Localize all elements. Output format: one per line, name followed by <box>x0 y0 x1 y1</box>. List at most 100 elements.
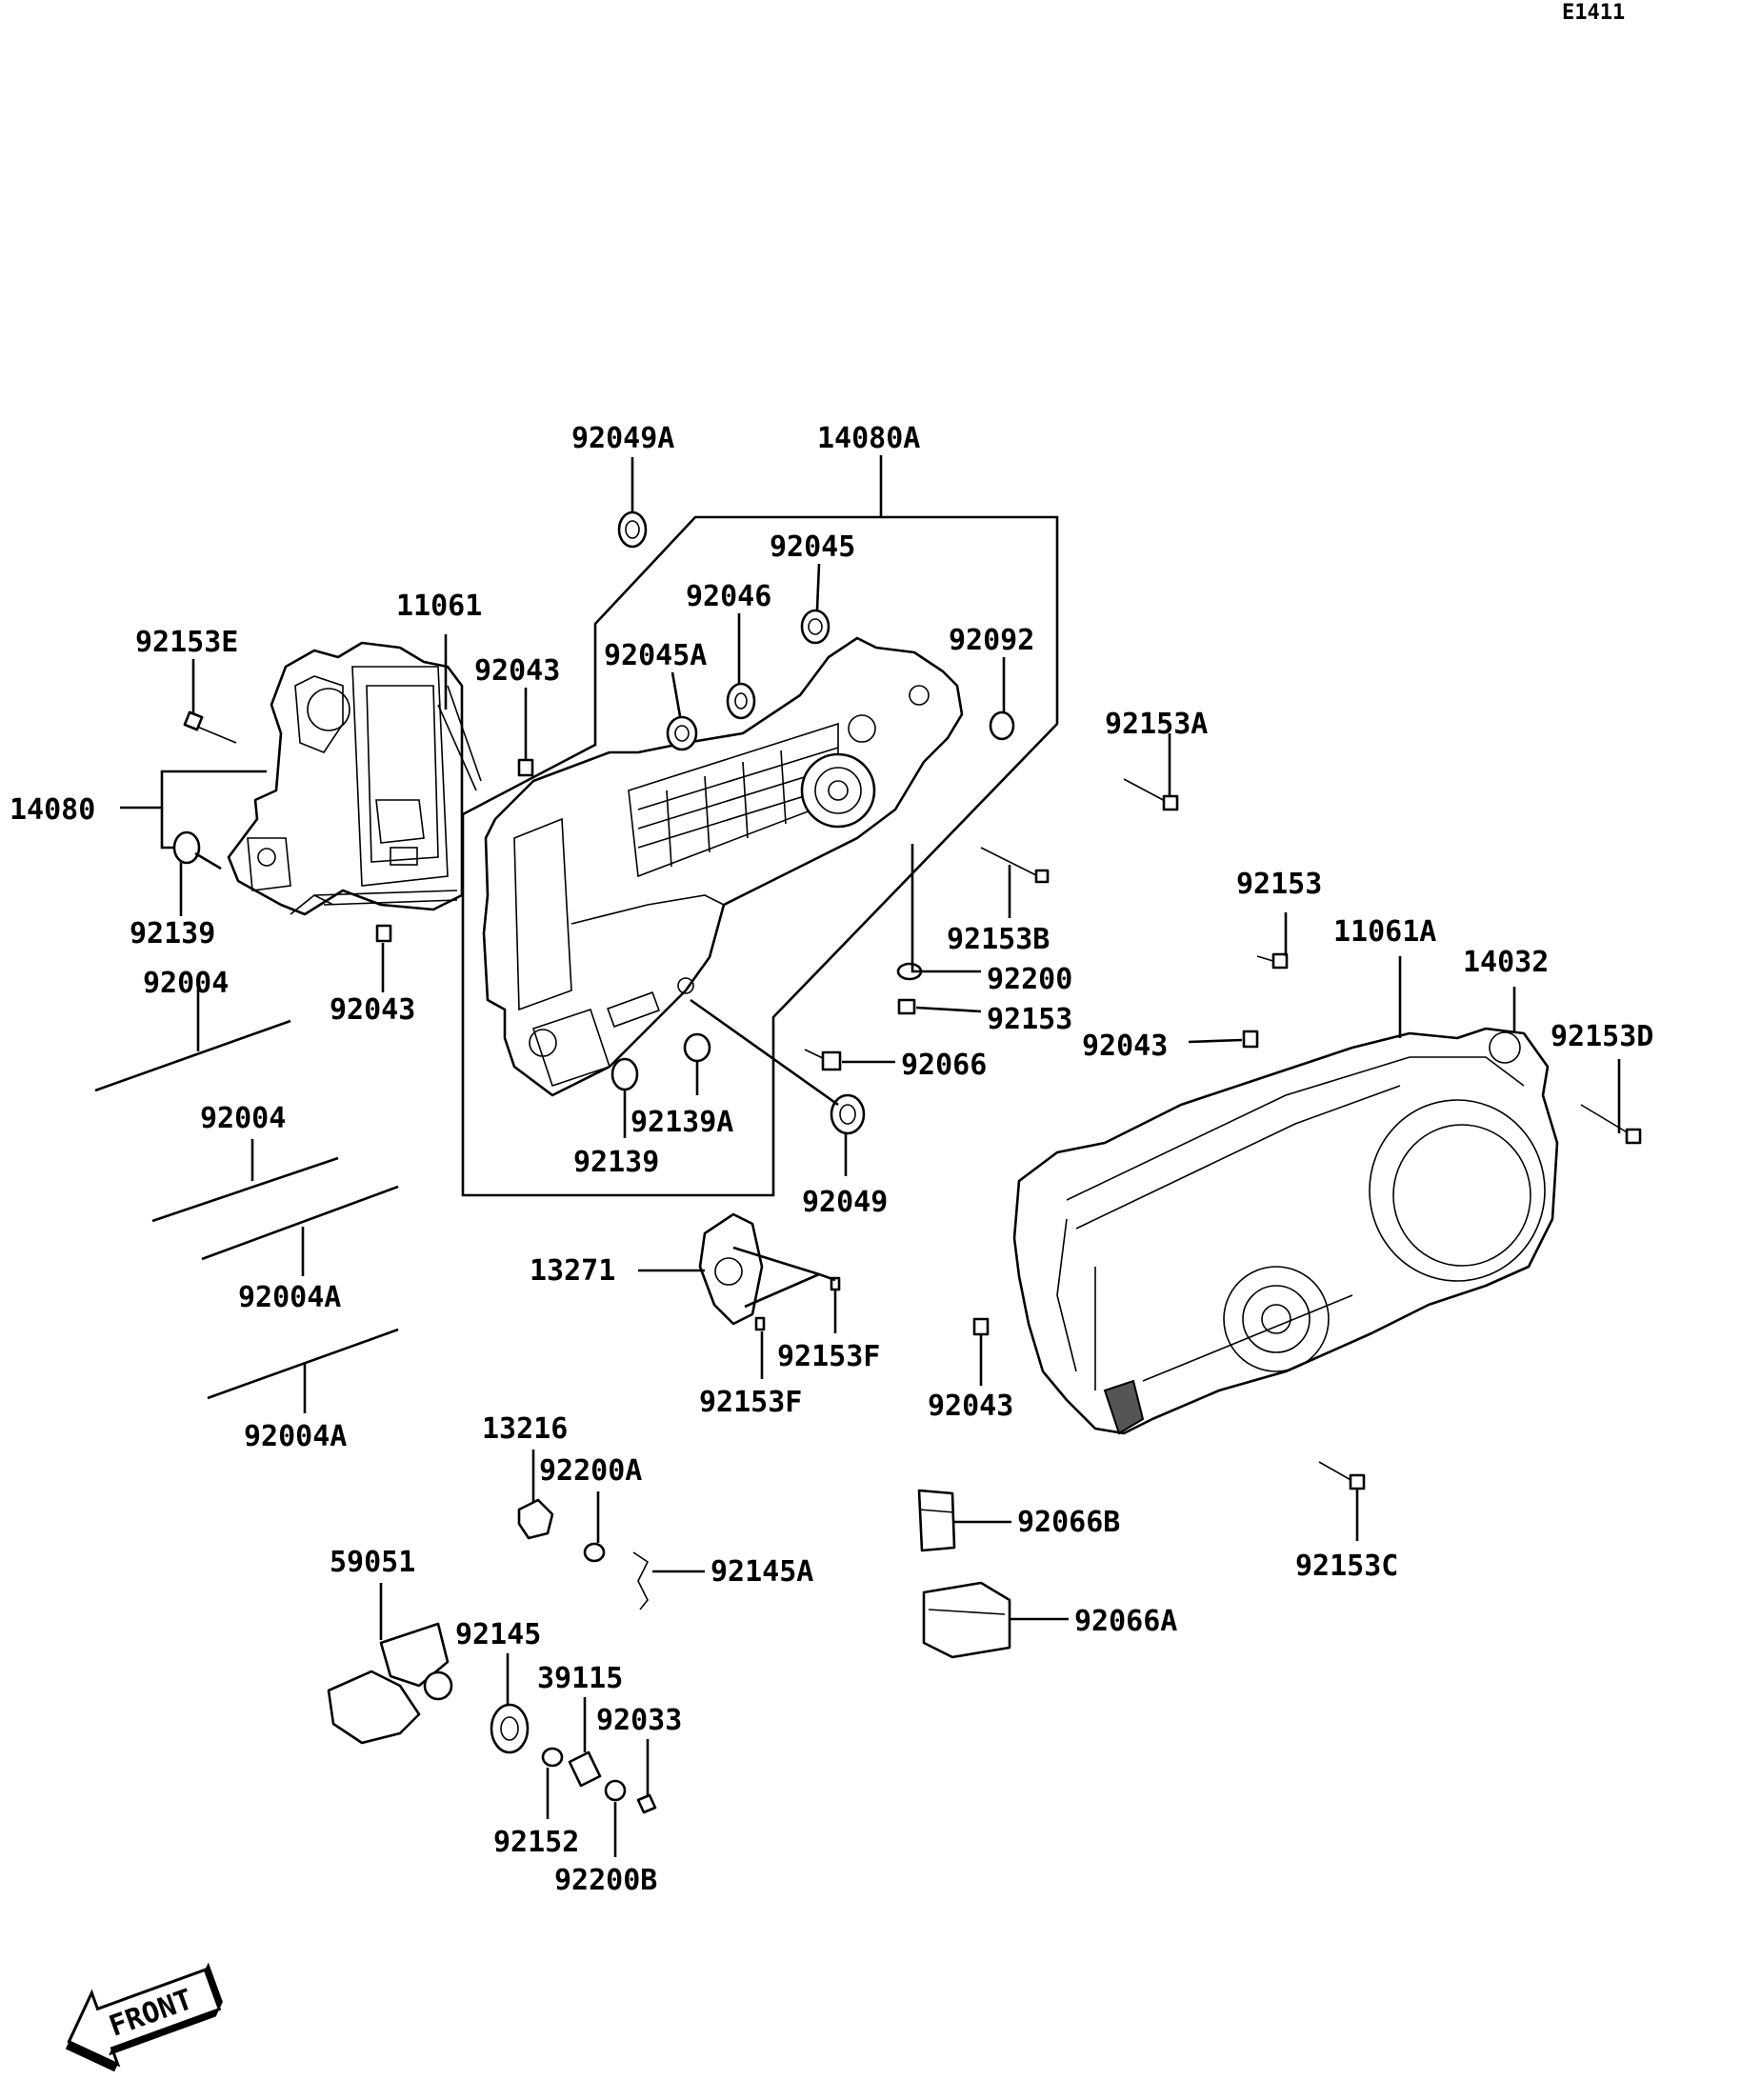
spring-92145 <box>490 1703 530 1754</box>
label-92004A-b: 92004A <box>244 1420 347 1453</box>
screw-92153F-a <box>830 1276 841 1291</box>
kick-shaft-13216 <box>517 1498 554 1540</box>
label-92066A: 92066A <box>1074 1605 1177 1638</box>
pin-92043-upper <box>517 758 534 777</box>
stud-92004A-a <box>201 1185 399 1261</box>
front-arrow: FRONT <box>65 1962 223 2072</box>
screw-92153F-b <box>754 1316 766 1331</box>
label-92066: 92066 <box>901 1049 987 1082</box>
label-92045: 92045 <box>770 530 855 564</box>
leader-14080-upper <box>120 770 267 810</box>
label-92049A: 92049A <box>571 422 674 455</box>
stud-92004A-b <box>207 1328 399 1400</box>
label-92153-small: 92153 <box>987 1003 1072 1036</box>
bearing-92045 <box>800 609 830 645</box>
label-92004-b: 92004 <box>200 1102 286 1135</box>
rubber-92066A <box>922 1581 1011 1659</box>
label-92045A: 92045A <box>604 639 707 672</box>
pin-92043-cover <box>1242 1030 1259 1049</box>
leader-92043-cover <box>1188 1038 1243 1044</box>
leader-92139-left-2 <box>194 851 222 870</box>
group-box-14080A <box>461 515 1059 1197</box>
bearing-92046 <box>726 682 756 720</box>
collar-39115 <box>568 1750 602 1788</box>
stud-92004-a <box>94 1019 291 1092</box>
bolt-92153A <box>1123 778 1179 811</box>
label-92043-bottom: 92043 <box>928 1390 1013 1423</box>
leader-92045 <box>815 563 821 610</box>
bolt-92153C <box>1318 1461 1366 1490</box>
leader-92153F-a2 <box>744 1272 820 1309</box>
label-92153-upper: 92153 <box>1236 868 1322 901</box>
rubber-92066B <box>917 1489 956 1552</box>
bolt-92153-upper <box>1256 952 1289 970</box>
label-92092: 92092 <box>949 624 1034 657</box>
leader-92045A <box>670 671 682 717</box>
plug-92066 <box>804 1049 842 1071</box>
bushing-92092 <box>989 710 1015 741</box>
leader-92153-small <box>915 1006 982 1013</box>
leader-92200 <box>911 844 981 973</box>
dowel-92139-left <box>172 830 201 865</box>
left-crankcase-half <box>227 641 482 916</box>
stud-92004-b <box>151 1156 339 1223</box>
main-crankcase <box>482 636 964 1097</box>
label-92043-cover: 92043 <box>1082 1030 1168 1063</box>
dowel-92139A <box>683 1032 711 1063</box>
bolt-92153D <box>1580 1104 1642 1145</box>
washer-92152 <box>541 1747 564 1768</box>
label-13216: 13216 <box>482 1412 568 1446</box>
pin-92043-bottom <box>972 1317 990 1336</box>
washer-92200A <box>583 1542 606 1563</box>
label-92033: 92033 <box>596 1704 682 1737</box>
label-92139-left: 92139 <box>130 917 215 950</box>
label-14032: 14032 <box>1463 946 1549 979</box>
washer-92200B <box>604 1779 627 1802</box>
clip-92145A <box>632 1551 650 1610</box>
bolt-92153B <box>980 847 1050 884</box>
diagram-reference-code: E1411 <box>1562 1 1625 25</box>
pin-92043-lower <box>375 924 392 943</box>
label-92139A: 92139A <box>630 1106 733 1139</box>
label-92004A-a: 92004A <box>238 1281 341 1314</box>
label-92145: 92145 <box>455 1618 541 1651</box>
label-92046: 92046 <box>686 580 771 613</box>
dowel-92139 <box>610 1057 639 1091</box>
transmission-cover <box>1012 1027 1559 1435</box>
label-92152: 92152 <box>493 1826 579 1859</box>
label-92200: 92200 <box>987 963 1072 996</box>
label-92153B: 92153B <box>947 923 1050 956</box>
label-92153A: 92153A <box>1105 708 1208 741</box>
label-92153E: 92153E <box>135 626 238 659</box>
leader-14080-lower <box>160 808 173 850</box>
label-92139: 92139 <box>573 1146 659 1179</box>
label-92066B: 92066B <box>1017 1506 1120 1539</box>
bolt-92153-small <box>897 998 916 1015</box>
label-13271: 13271 <box>530 1254 615 1288</box>
oil-seal-92049 <box>830 1093 866 1135</box>
label-92153D: 92153D <box>1551 1020 1653 1053</box>
label-92153C: 92153C <box>1295 1550 1398 1583</box>
label-92153F-b: 92153F <box>699 1386 802 1419</box>
guide-13271 <box>698 1212 764 1326</box>
label-14080A: 14080A <box>817 422 920 455</box>
bearing-92049A <box>617 510 648 549</box>
label-59051: 59051 <box>330 1546 415 1579</box>
kick-gear-59051 <box>327 1622 453 1745</box>
label-39115: 39115 <box>537 1662 623 1695</box>
label-92200A: 92200A <box>539 1454 642 1488</box>
bolt-92153E <box>183 710 237 744</box>
bearing-92045A <box>666 715 698 751</box>
label-92153F-a: 92153F <box>777 1340 880 1373</box>
label-11061A: 11061A <box>1333 915 1436 949</box>
label-92004-a: 92004 <box>143 967 229 1000</box>
clip-92033 <box>636 1793 657 1814</box>
label-11061: 11061 <box>396 590 482 623</box>
leader-92049-a <box>690 998 839 1107</box>
label-92200B: 92200B <box>554 1864 657 1897</box>
label-92145A: 92145A <box>710 1555 813 1589</box>
label-92043-lower: 92043 <box>330 993 415 1027</box>
label-14080: 14080 <box>10 793 95 827</box>
label-92049: 92049 <box>802 1186 888 1219</box>
